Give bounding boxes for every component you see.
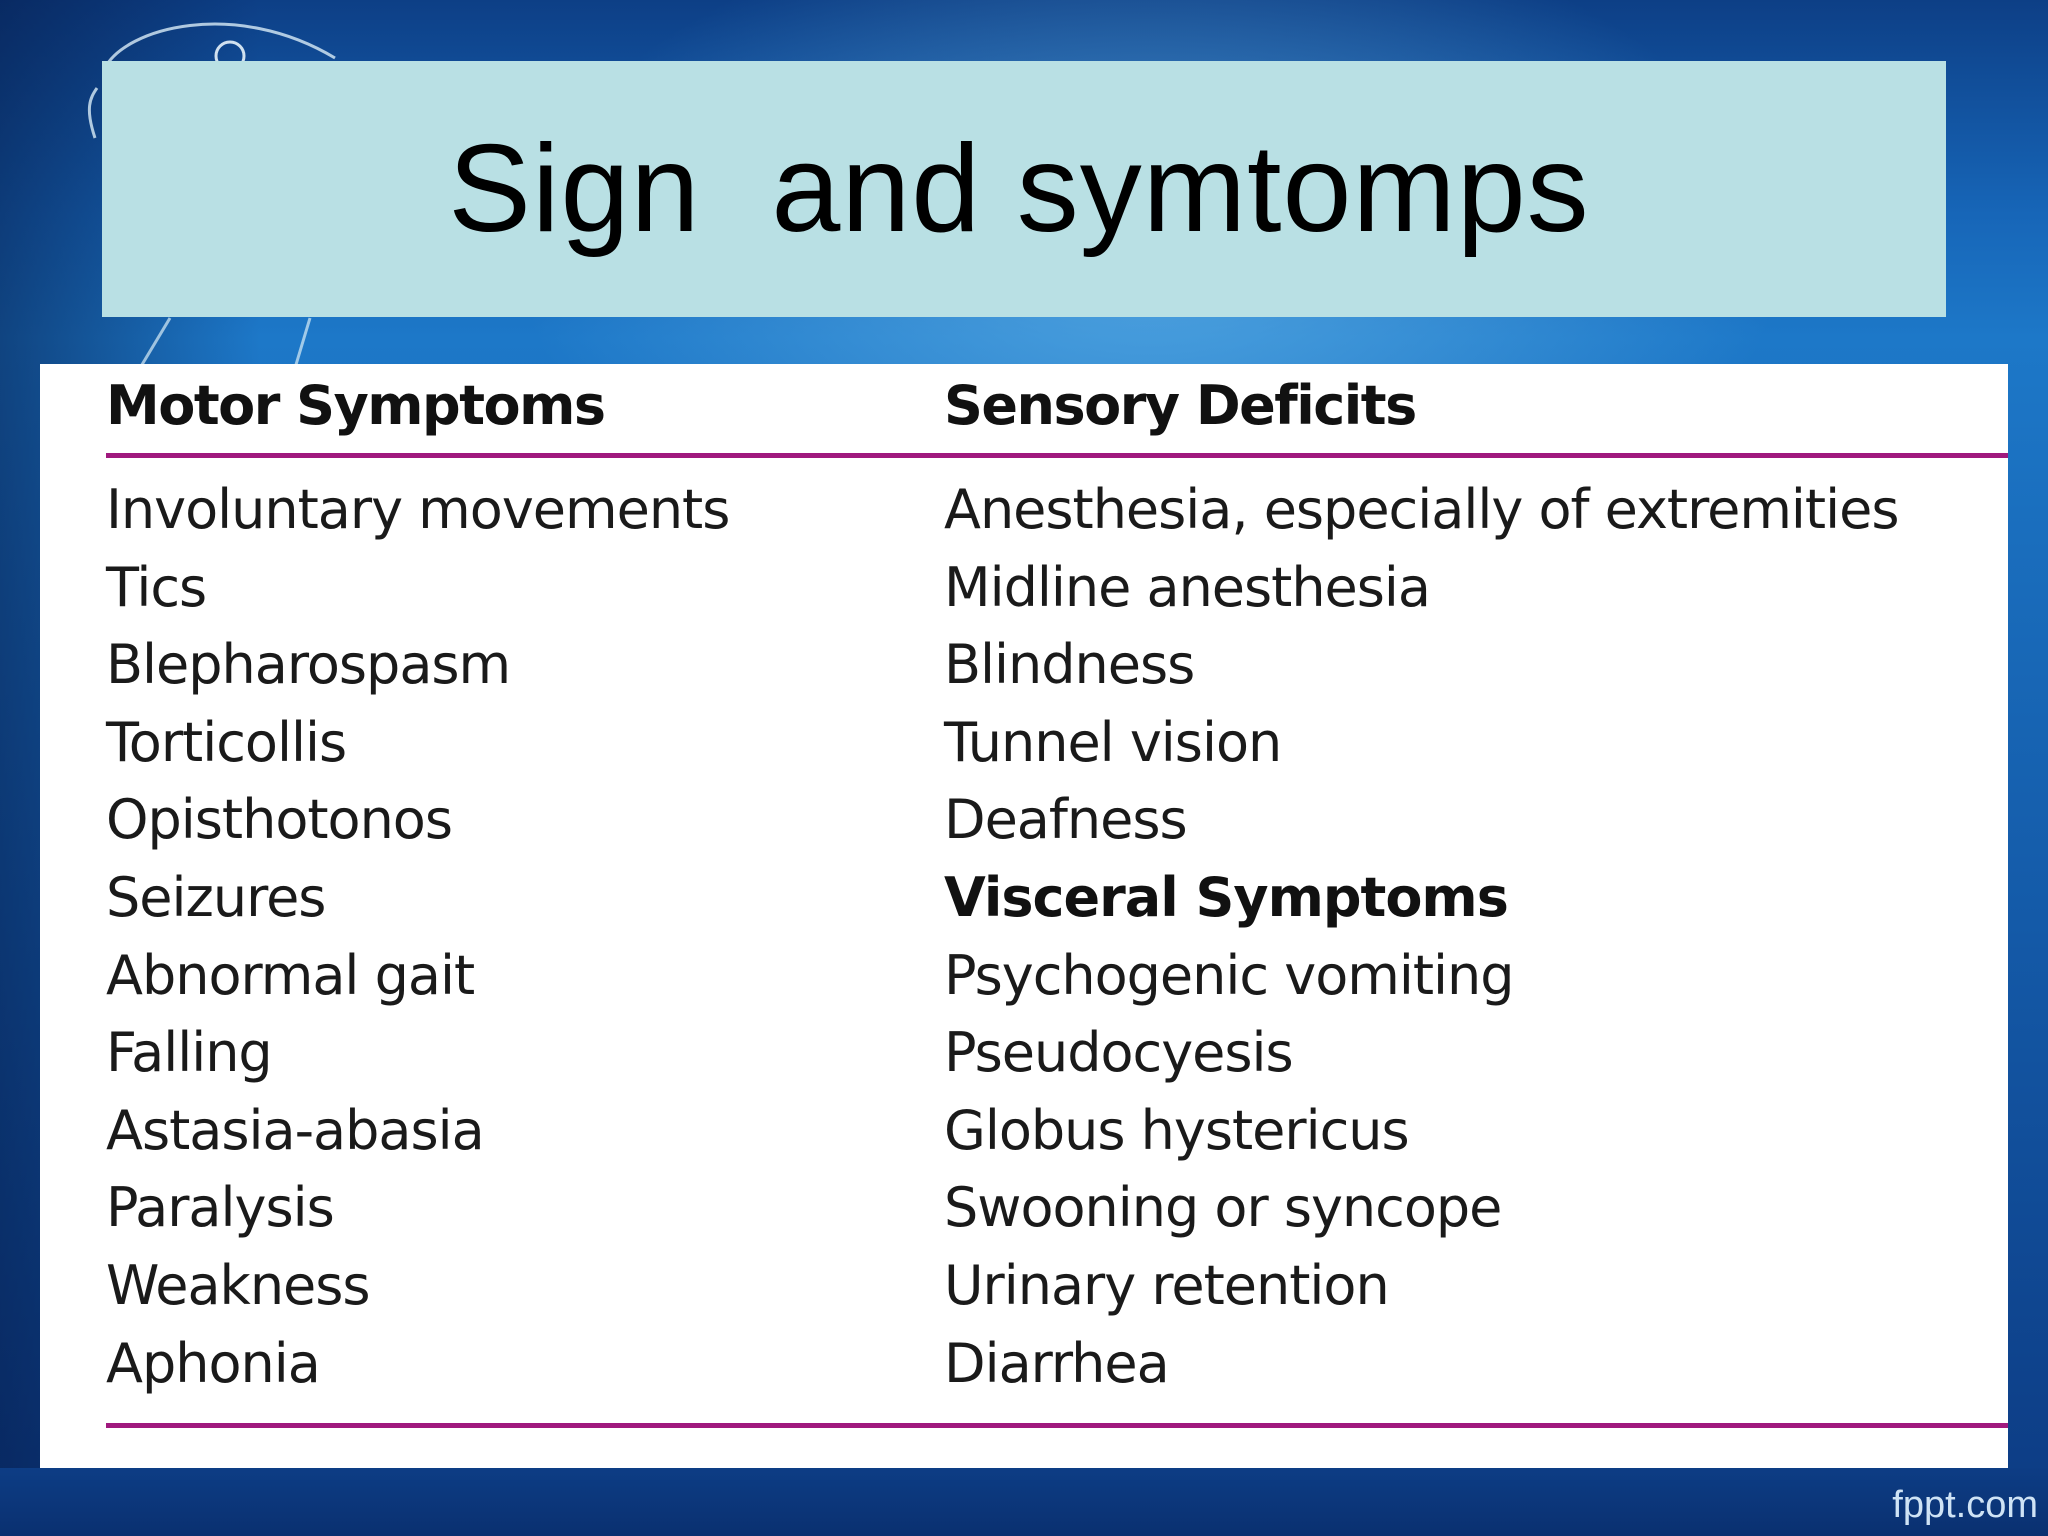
table-cell: Seizures bbox=[106, 865, 326, 929]
table-cell: Opisthotonos bbox=[106, 788, 453, 852]
table-cell: Paralysis bbox=[106, 1176, 335, 1240]
table-cell: Weakness bbox=[106, 1253, 371, 1317]
watermark: fppt.com bbox=[1892, 1484, 2038, 1526]
table-cell: Anesthesia, especially of extremities bbox=[944, 478, 1899, 541]
table-cell: Tics bbox=[106, 555, 207, 619]
title-banner: Sign and symtomps bbox=[102, 61, 1946, 317]
slide-title: Sign and symtomps bbox=[448, 120, 1590, 258]
bottom-bar bbox=[0, 1468, 2048, 1536]
table-rule-top bbox=[106, 453, 2008, 458]
table-cell: Torticollis bbox=[106, 710, 347, 774]
table-rule-bottom bbox=[106, 1423, 2008, 1428]
table-cell: Aphonia bbox=[106, 1331, 321, 1395]
table-cell: Psychogenic vomiting bbox=[944, 943, 1515, 1007]
table-cell: Astasia-abasia bbox=[106, 1098, 485, 1162]
table-cell: Involuntary movements bbox=[106, 478, 730, 541]
column-header-motor: Motor Symptoms bbox=[106, 374, 606, 437]
table-cell: Blindness bbox=[944, 633, 1195, 697]
table-cell: Urinary retention bbox=[944, 1253, 1390, 1317]
column-header-sensory: Sensory Deficits bbox=[944, 374, 1417, 437]
table-cell: Globus hystericus bbox=[944, 1098, 1410, 1162]
table-subheader: Visceral Symptoms bbox=[944, 865, 1509, 929]
table-cell: Tunnel vision bbox=[944, 710, 1282, 774]
table-cell: Falling bbox=[106, 1021, 273, 1085]
table-cell: Blepharospasm bbox=[106, 633, 511, 697]
table-cell: Swooning or syncope bbox=[944, 1176, 1502, 1240]
table-cell: Midline anesthesia bbox=[944, 555, 1431, 619]
table-cell: Pseudocyesis bbox=[944, 1021, 1294, 1085]
table-cell: Abnormal gait bbox=[106, 943, 475, 1007]
table-cell: Diarrhea bbox=[944, 1331, 1170, 1395]
table-cell: Deafness bbox=[944, 788, 1188, 852]
symptoms-table: Motor Symptoms Sensory Deficits Involunt… bbox=[40, 364, 2008, 1472]
